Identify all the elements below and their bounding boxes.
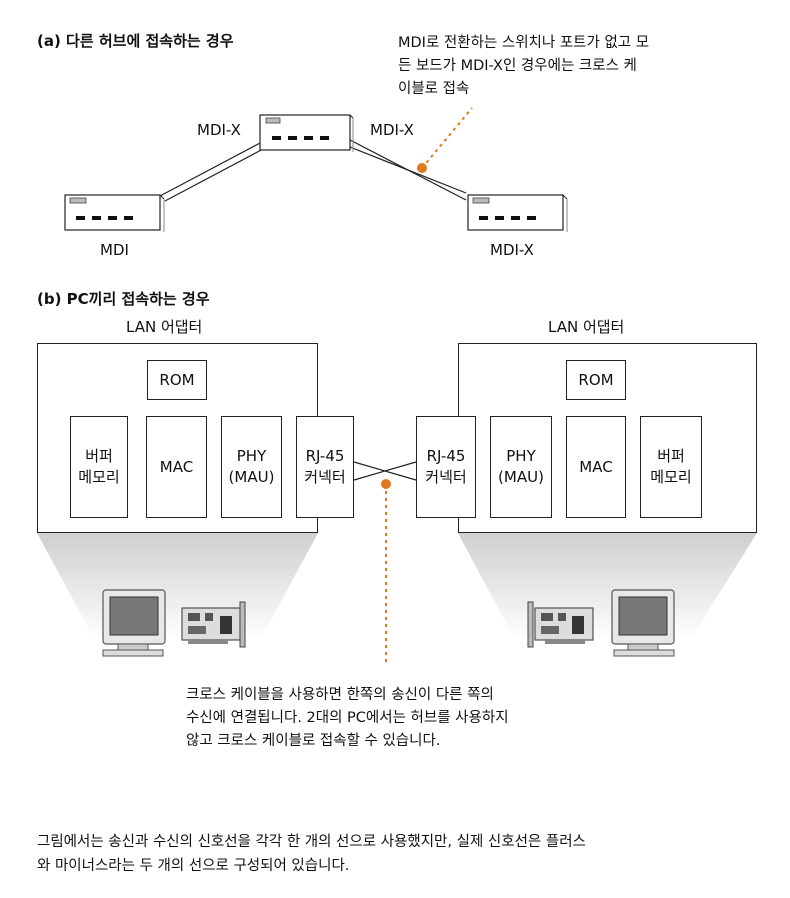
left-phy-box: PHY (MAU) <box>221 416 282 518</box>
right-adapter-title: LAN 어댑터 <box>548 318 625 336</box>
cross-cable-right <box>349 139 467 201</box>
left-buffer-memory-box: 버퍼 메모리 <box>70 416 128 518</box>
section-a-title: (a) 다른 허브에 접속하는 경우 <box>37 32 234 50</box>
right-mau-label: (MAU) <box>498 468 544 486</box>
right-projection-shadow <box>458 533 757 640</box>
section-b-note-line: 수신에 연결됩니다. 2대의 PC에서는 허브를 사용하지 <box>186 710 509 726</box>
section-a-note: MDI로 전환하는 스위치나 포트가 없고 모 든 보드가 MDI-X인 경우에… <box>398 32 768 101</box>
pc-cross-cable <box>353 461 417 481</box>
section-b-note: 크로스 케이블을 사용하면 한쪽의 송신이 다른 쪽의 수신에 연결됩니다. 2… <box>186 684 626 753</box>
right-memory-label: 메모리 <box>650 468 692 486</box>
caption-line: 그림에서는 송신과 수신의 신호선을 각각 한 개의 선으로 사용했지만, 실제… <box>37 834 586 850</box>
marker-dot-b <box>381 479 391 489</box>
right-buffer-memory-box: 버퍼 메모리 <box>640 416 702 518</box>
right-mac-box: MAC <box>566 416 626 518</box>
caption-line: 와 마이너스라는 두 개의 선으로 구성되어 있습니다. <box>37 858 350 874</box>
left-connector-label: 커넥터 <box>304 468 346 486</box>
center-hub-left-label: MDI-X <box>197 121 241 139</box>
right-connector-label: 커넥터 <box>425 468 467 486</box>
section-b-title: (b) PC끼리 접속하는 경우 <box>37 290 210 308</box>
leader-line-a <box>421 107 473 169</box>
left-memory-label: 메모리 <box>78 468 120 486</box>
left-device <box>64 194 165 232</box>
right-device <box>467 194 568 232</box>
right-network-card <box>527 601 594 648</box>
section-a-note-line: 이블로 접속 <box>398 81 470 97</box>
right-phy-label: PHY <box>506 447 536 465</box>
left-rj45-label: RJ-45 <box>305 447 345 465</box>
right-device-label: MDI-X <box>490 241 534 259</box>
section-a-note-line: 든 보드가 MDI-X인 경우에는 크로스 케 <box>398 58 637 74</box>
section-b-note-line: 않고 크로스 케이블로 접속할 수 있습니다. <box>186 733 441 749</box>
left-buffer-label: 버퍼 <box>85 447 113 465</box>
left-projection-shadow <box>37 533 318 640</box>
left-device-label: MDI <box>100 241 129 259</box>
left-network-card <box>181 601 246 648</box>
right-phy-box: PHY (MAU) <box>490 416 552 518</box>
section-b-note-line: 크로스 케이블을 사용하면 한쪽의 송신이 다른 쪽의 <box>186 687 494 703</box>
cable-left <box>159 141 266 202</box>
left-mau-label: (MAU) <box>228 468 275 486</box>
right-pc-monitor <box>611 589 675 657</box>
left-adapter-title: LAN 어댑터 <box>126 318 203 336</box>
left-phy-label: PHY <box>236 447 267 465</box>
figure-caption: 그림에서는 송신과 수신의 신호선을 각각 한 개의 선으로 사용했지만, 실제… <box>37 830 767 878</box>
right-rj45-label: RJ-45 <box>426 447 466 465</box>
marker-dot-a <box>417 163 427 173</box>
section-a-note-line: MDI로 전환하는 스위치나 포트가 없고 모 <box>398 35 650 51</box>
left-pc-monitor <box>102 589 166 657</box>
left-rom-box: ROM <box>147 360 207 400</box>
left-mac-box: MAC <box>146 416 207 518</box>
center-hub <box>259 114 354 152</box>
left-rj45-box: RJ-45 커넥터 <box>296 416 354 518</box>
right-rj45-box: RJ-45 커넥터 <box>416 416 476 518</box>
right-buffer-label: 버퍼 <box>657 447 685 465</box>
right-rom-box: ROM <box>566 360 626 400</box>
center-hub-right-label: MDI-X <box>370 121 414 139</box>
